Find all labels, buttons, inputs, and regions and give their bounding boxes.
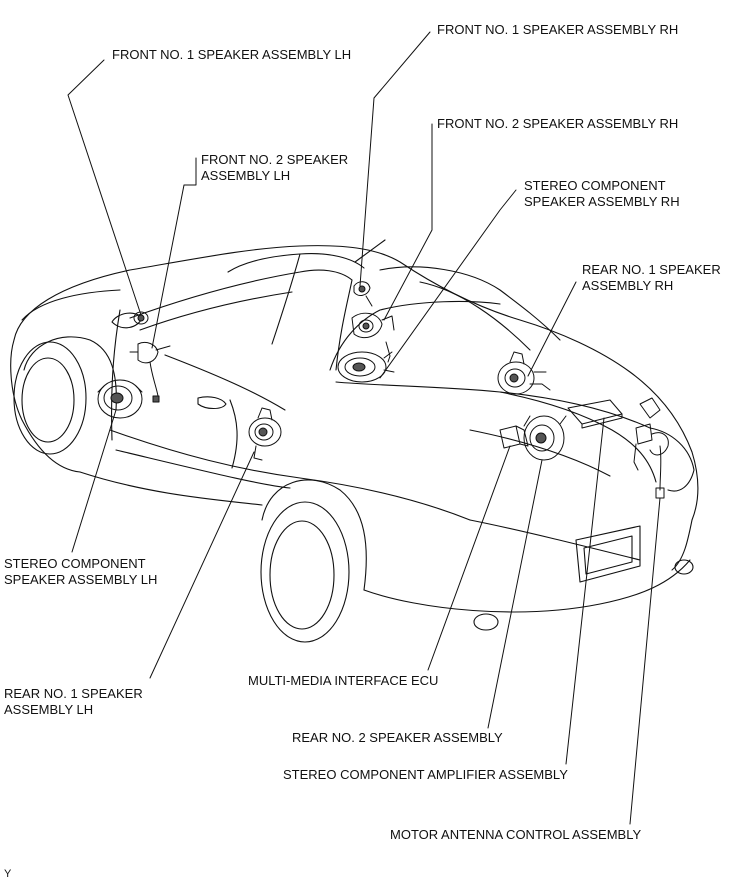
- stereo-rh-part: [337, 351, 395, 383]
- rear1-lh-part: [248, 407, 282, 461]
- label-front2-rh: FRONT NO. 2 SPEAKER ASSEMBLY RH: [437, 116, 679, 131]
- front1-rh-part: [353, 281, 373, 307]
- stereo-lh-part: [97, 379, 143, 419]
- antenna-part: [633, 397, 669, 499]
- label-front2-lh: FRONT NO. 2 SPEAKER ASSEMBLY LH: [201, 152, 349, 183]
- amplifier-part: [567, 399, 623, 429]
- rear2-part: [523, 415, 567, 461]
- leader-rear2: [487, 459, 543, 729]
- leader-lines: [67, 31, 661, 825]
- leader-stereo-rh: [379, 189, 517, 379]
- front1-lh-part: [133, 311, 149, 325]
- label-front1-lh: FRONT NO. 1 SPEAKER ASSEMBLY LH: [112, 47, 352, 62]
- corner-mark: Y: [4, 868, 12, 880]
- leader-amp: [565, 417, 605, 765]
- label-rear2: REAR NO. 2 SPEAKER ASSEMBLY: [292, 730, 503, 745]
- leader-rear1-rh: [527, 281, 577, 377]
- leader-mmi-ecu: [427, 445, 511, 671]
- leader-front1-lh: [67, 59, 142, 316]
- leader-antenna: [629, 497, 661, 825]
- front2-rh-part: [351, 312, 395, 363]
- label-rear1-rh: REAR NO. 1 SPEAKER ASSEMBLY RH: [582, 262, 721, 293]
- label-antenna: MOTOR ANTENNA CONTROL ASSEMBLY: [390, 827, 642, 842]
- label-amplifier: STEREO COMPONENT AMPLIFIER ASSEMBLY: [283, 767, 568, 782]
- rear1-rh-part: [497, 351, 551, 395]
- car-body: [10, 239, 699, 643]
- leader-front1-rh: [359, 31, 431, 287]
- leader-front2-lh: [151, 157, 197, 349]
- label-mmi-ecu: MULTI-MEDIA INTERFACE ECU: [248, 673, 439, 688]
- label-rear1-lh: REAR NO. 1 SPEAKER ASSEMBLY LH: [4, 686, 143, 717]
- leader-stereo-lh: [71, 409, 117, 553]
- leader-rear1-lh: [149, 451, 255, 679]
- mmi-ecu-part: [499, 425, 529, 449]
- label-front1-rh: FRONT NO. 1 SPEAKER ASSEMBLY RH: [437, 22, 679, 37]
- label-stereo-lh: STEREO COMPONENT SPEAKER ASSEMBLY LH: [4, 556, 158, 587]
- components: [97, 281, 669, 499]
- leader-front2-rh: [383, 123, 433, 321]
- label-stereo-rh: STEREO COMPONENT SPEAKER ASSEMBLY RH: [524, 178, 680, 209]
- front2-lh-part: [129, 341, 171, 403]
